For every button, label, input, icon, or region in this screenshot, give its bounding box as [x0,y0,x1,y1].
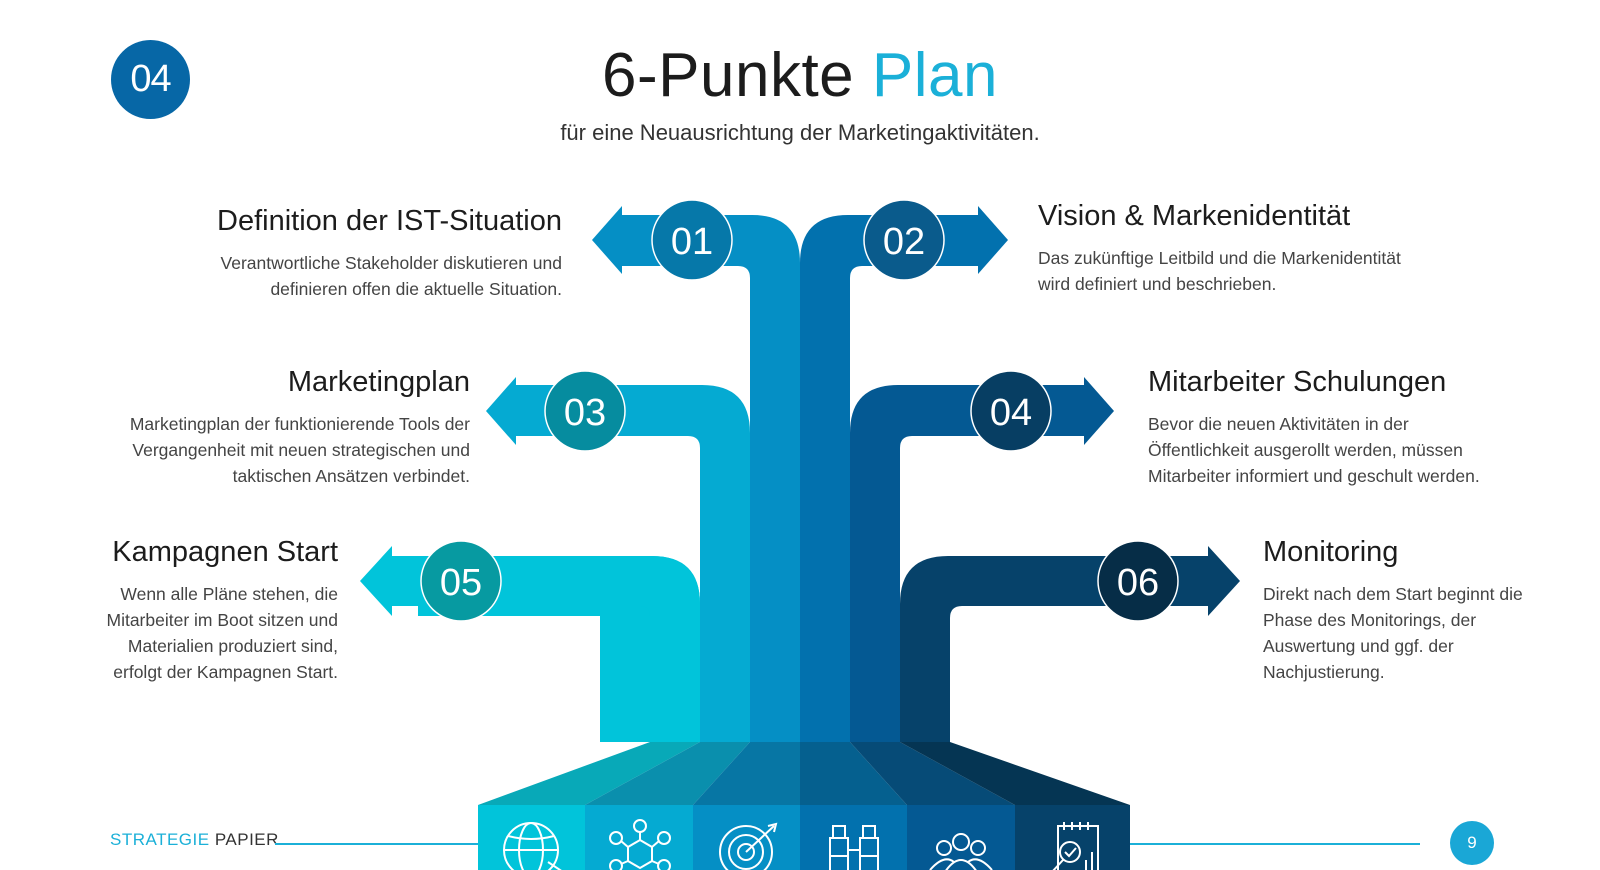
branch-03-arm [520,385,750,742]
team-icon [929,833,993,870]
number-circle-01: 01 [651,199,733,281]
base-05 [478,742,700,805]
number-circle-03: 03 [544,370,626,452]
footer-brand: STRATEGIE PAPIER [110,830,279,849]
step-number-06: 06 [1117,562,1159,604]
number-circle-05: 05 [420,540,502,622]
base-03 [585,742,750,805]
step-title-05: Kampagnen Start [112,536,338,568]
step-text-03: Marketingplan der funktionierende Tools … [129,414,470,486]
footer-line-right [1130,843,1420,845]
branch-02-arm [800,215,978,742]
section-number-badge: 04 [111,40,190,119]
step-block-06: Monitoring Direkt nach dem Start beginnt… [1263,536,1533,685]
step-block-05: Kampagnen Start Wenn alle Pläne stehen, … [78,536,339,685]
step-block-03: Marketingplan Marketingplan der funktion… [90,366,470,489]
step-number-01: 01 [671,221,713,263]
step-text-04: Bevor die neuen Aktivitäten in der Öffen… [1148,414,1480,486]
step-number-05: 05 [440,562,482,604]
base-01 [693,742,800,805]
network-icon [609,819,671,870]
target-icon [719,822,778,870]
step-number-03: 03 [564,392,606,434]
arrow-06 [1208,546,1240,616]
branch-01-arm [622,215,800,742]
step-block-02: Vision & Markenidentität Das zukünftige … [1038,200,1438,297]
page-subtitle: für eine Neuausrichtung der Marketingakt… [560,120,1040,145]
base-04 [850,742,1015,805]
step-text-05: Wenn alle Pläne stehen, die Mitarbeiter … [106,584,339,682]
page-number: 9 [1450,821,1494,865]
arrow-03 [486,377,516,445]
arrow-04 [1084,377,1114,445]
step-block-01: Definition der IST-Situation Verantwortl… [162,205,562,302]
binoculars-icon [829,825,879,870]
step-text-01: Verantwortliche Stakeholder diskutieren … [220,253,562,299]
step-text-06: Direkt nach dem Start beginnt die Phase … [1263,584,1523,682]
globe-icon [503,822,562,870]
step-title-06: Monitoring [1263,536,1399,568]
number-circle-04: 04 [970,370,1052,452]
arrow-02 [978,206,1008,274]
icon-box-6 [1015,805,1130,870]
page-title: 6-Punkte Plan [602,41,998,110]
step-number-02: 02 [883,221,925,263]
icon-box-1 [478,805,585,870]
report-icon [1052,822,1099,870]
number-circle-02: 02 [863,199,945,281]
footer-line-left [275,843,478,845]
step-title-01: Definition der IST-Situation [217,205,562,237]
step-block-04: Mitarbeiter Schulungen Bevor die neuen A… [1148,366,1518,489]
icon-box-4 [800,805,907,870]
arrow-05 [360,546,392,616]
step-number-04: 04 [990,392,1032,434]
base-06 [900,742,1130,805]
base-02 [800,742,907,805]
step-title-03: Marketingplan [287,366,470,398]
number-circle-06: 06 [1097,540,1179,622]
step-title-04: Mitarbeiter Schulungen [1148,366,1447,398]
step-title-02: Vision & Markenidentität [1038,200,1351,232]
branch-04-arm [850,385,1084,742]
arrow-01 [592,206,622,274]
step-text-02: Das zukünftige Leitbild und die Markenid… [1038,248,1401,294]
